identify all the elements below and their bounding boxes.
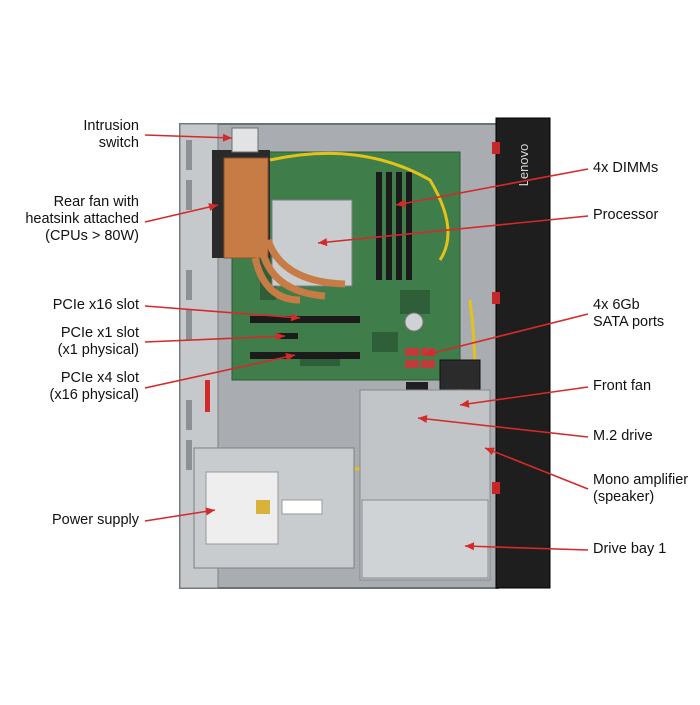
sata-port-shapes: [405, 348, 435, 368]
callout-lines: [144, 133, 589, 551]
arrowhead-drive-bay: [465, 542, 475, 551]
arrowhead-dimms: [396, 199, 406, 208]
leader-front-fan: [459, 386, 589, 406]
rear-fan-heatsink: [223, 157, 269, 259]
pcie-x16-slot-shape: [250, 316, 360, 323]
leader-pcie-x4: [144, 354, 296, 389]
arrowhead-pcie-x4: [285, 353, 295, 361]
leader-drive-bay: [464, 545, 589, 551]
leader-processor: [317, 215, 589, 244]
leader-pcie-x16: [144, 305, 301, 319]
arrowhead-pcie-x16: [290, 313, 300, 322]
arrowhead-m2-drive: [418, 415, 428, 423]
arrowhead-front-fan: [460, 399, 470, 408]
pcie-x4-slot-shape: [250, 352, 360, 359]
arrowhead-rear-fan: [208, 203, 218, 211]
leader-power-supply: [144, 509, 216, 522]
drive-bay-shape: [361, 499, 489, 579]
leader-mono-amplifier: [484, 447, 589, 490]
label-mono-amplifier: Mono amplifier(speaker): [593, 472, 689, 505]
chassis-vents: [186, 140, 192, 470]
arrowhead-sata-ports: [425, 348, 435, 357]
cmos-battery: [404, 312, 424, 332]
intrusion-switch-shape: [231, 127, 259, 153]
leader-intrusion-switch: [144, 134, 233, 139]
arrowhead-processor: [318, 238, 328, 247]
arrowhead-mono-amplifier: [485, 447, 495, 456]
leader-sata-ports: [424, 313, 589, 356]
label-m2-drive: M.2 drive: [593, 428, 653, 444]
heatpipes: [251, 238, 346, 304]
pcie-x1-slot-shape: [278, 333, 298, 339]
front-bezel: [495, 117, 551, 589]
label-pcie-x16: PCIe x16 slot: [52, 297, 139, 313]
leader-m2-drive: [417, 417, 589, 438]
label-drive-bay: Drive bay 1: [593, 541, 667, 557]
label-pcie-x1: PCIe x1 slot(x1 physical): [57, 325, 139, 358]
arrowhead-intrusion-switch: [222, 133, 232, 142]
leader-pcie-x1: [144, 335, 286, 343]
brand-logo: Lenovo: [516, 144, 531, 187]
label-power-supply: Power supply: [51, 512, 139, 528]
dimm-slots: [376, 172, 412, 280]
label-pcie-x4: PCIe x4 slot(x16 physical): [49, 370, 139, 403]
bezel-clips: [492, 142, 500, 494]
red-latch: [205, 380, 210, 412]
leader-dimms: [395, 168, 589, 206]
cpu-heatsink: [271, 199, 353, 287]
label-front-fan: Front fan: [593, 378, 652, 394]
arrowhead-pcie-x1: [275, 332, 285, 341]
label-dimms: 4x DIMMs: [593, 160, 659, 176]
arrowhead-power-supply: [205, 507, 215, 516]
label-processor: Processor: [593, 207, 659, 223]
leader-rear-fan: [144, 204, 219, 223]
